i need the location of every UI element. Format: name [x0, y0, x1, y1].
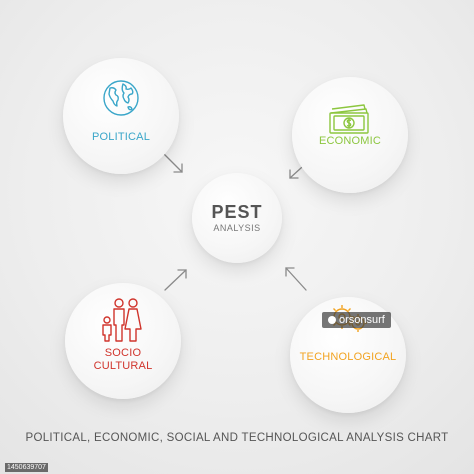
- arrow-socio-cultural: [164, 269, 187, 291]
- technological-label: TECHNOLOGICAL: [299, 351, 397, 363]
- socio-cultural-label-line1: SOCIO: [104, 347, 142, 359]
- political-node: POLITICAL: [63, 58, 179, 174]
- credit-text: orsonsurf: [339, 314, 385, 326]
- banknote-icon: [329, 104, 369, 134]
- economic-node: ECONOMIC: [292, 77, 408, 193]
- economic-label: ECONOMIC: [318, 135, 382, 147]
- globe-icon: [103, 80, 139, 116]
- family-icon: [102, 298, 142, 342]
- socio-cultural-label: SOCIO CULTURAL: [65, 347, 181, 373]
- credit-watermark: orsonsurf: [322, 312, 391, 328]
- pest-center-node: PEST ANALYSIS: [192, 173, 282, 263]
- center-title: PEST: [211, 202, 263, 222]
- political-label: POLITICAL: [91, 131, 151, 143]
- socio-cultural-node: SOCIO CULTURAL: [65, 283, 181, 399]
- socio-cultural-label-line2: CULTURAL: [93, 360, 153, 372]
- chart-caption: POLITICAL, ECONOMIC, SOCIAL AND TECHNOLO…: [25, 432, 449, 444]
- arrow-political: [161, 151, 183, 173]
- id-watermark: 1450639707: [5, 463, 48, 472]
- center-subtitle: ANALYSIS: [213, 223, 261, 233]
- arrow-technological: [285, 267, 307, 291]
- credit-icon: [328, 316, 336, 324]
